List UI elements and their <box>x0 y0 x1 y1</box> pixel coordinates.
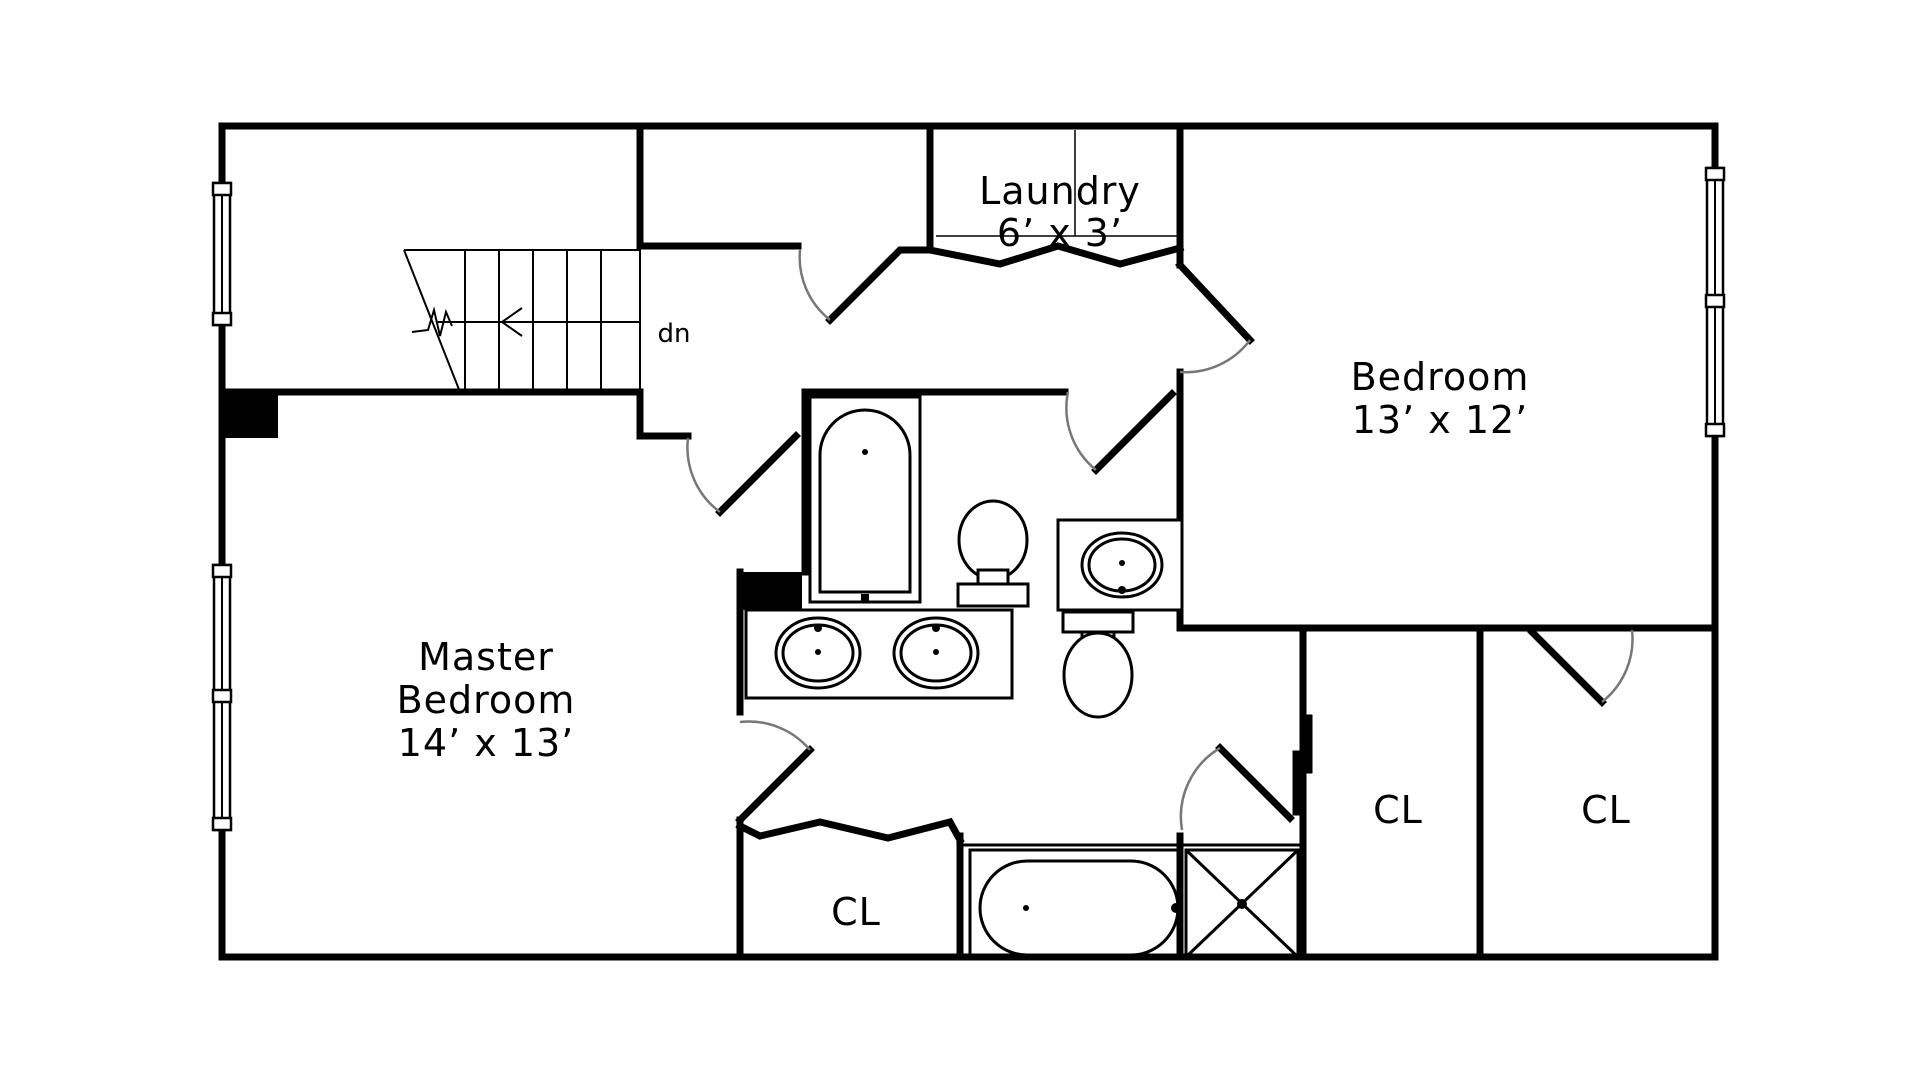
room-label-master-line1: Master <box>418 635 554 679</box>
door-swings <box>686 249 1634 831</box>
room-dims-master: 14’ x 13’ <box>398 721 575 765</box>
stairs-label: dn <box>658 319 691 349</box>
bathtub-1 <box>808 395 922 604</box>
window-left-upper <box>211 181 233 327</box>
room-dims-bedroom: 13’ x 12’ <box>1352 398 1529 442</box>
room-label-closet-mid: CL <box>1373 788 1423 832</box>
staircase <box>403 249 641 393</box>
window-right <box>1704 166 1726 438</box>
room-label-laundry: Laundry <box>979 169 1141 213</box>
toilet-1 <box>956 499 1030 608</box>
room-label-master-line2: Bedroom <box>397 678 576 722</box>
double-vanity <box>744 608 1014 700</box>
column-vanity <box>740 572 802 610</box>
room-label-bedroom: Bedroom <box>1351 355 1530 399</box>
sink-bath-1 <box>1056 518 1184 612</box>
toilet-master <box>1061 610 1135 719</box>
shower <box>1184 848 1300 959</box>
bathtub-master <box>968 848 1182 959</box>
column-left <box>222 392 278 438</box>
room-label-closet-right: CL <box>1581 788 1631 832</box>
room-label-closet-bath: CL <box>831 890 881 934</box>
window-left-lower <box>211 563 233 832</box>
laundry-shelves <box>936 130 1178 237</box>
room-dims-laundry: 6’ x 3’ <box>997 211 1123 255</box>
interior-walls <box>218 122 1719 961</box>
